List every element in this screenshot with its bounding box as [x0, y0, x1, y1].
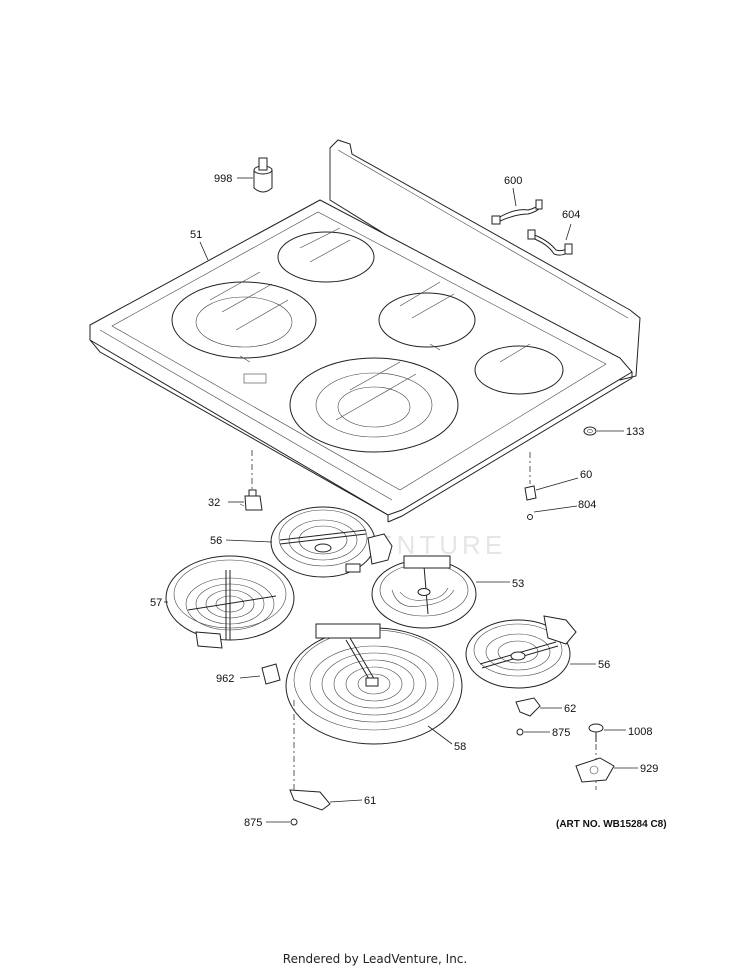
callout-1008: 1008: [628, 726, 652, 738]
callout-804: 804: [578, 499, 596, 511]
callout-51: 51: [190, 229, 202, 241]
element-53: [371, 555, 477, 629]
callout-53: 53: [512, 578, 524, 590]
callout-56-top: 56: [210, 535, 222, 547]
part-133: [583, 426, 597, 436]
harness-604: [527, 229, 573, 256]
part-62: [515, 697, 541, 717]
part-60: [524, 485, 537, 501]
callout-998: 998: [214, 173, 232, 185]
part-998: [253, 157, 273, 193]
element-57: [165, 555, 295, 649]
cooktop-glass: [89, 139, 641, 523]
element-56-top: [270, 506, 393, 578]
art-number: (ART NO. WB15284 C8): [556, 819, 667, 830]
element-56-right: [465, 615, 577, 689]
callout-56-right: 56: [598, 659, 610, 671]
callout-62: 62: [564, 703, 576, 715]
element-58: [285, 623, 463, 745]
callout-875-lower: 875: [244, 817, 262, 829]
part-875-lower: [290, 818, 298, 826]
part-1008: [588, 723, 604, 742]
callout-604: 604: [562, 209, 580, 221]
callout-61: 61: [364, 795, 376, 807]
callout-labels: 998 600 604 51 133 60 804 32 56 53 57 56…: [150, 173, 667, 830]
callout-58: 58: [454, 741, 466, 753]
callout-600: 600: [504, 175, 522, 187]
callout-929: 929: [640, 763, 658, 775]
part-875-right: [516, 728, 524, 736]
part-929: [575, 757, 615, 783]
callout-57: 57: [150, 597, 162, 609]
callout-133: 133: [626, 426, 644, 438]
part-32: [239, 489, 263, 511]
callout-32: 32: [208, 497, 220, 509]
part-962: [261, 663, 281, 685]
callout-962: 962: [216, 673, 234, 685]
harness-600: [491, 199, 543, 225]
part-61: [289, 789, 331, 811]
part-804: [527, 514, 533, 520]
footer-credit: Rendered by LeadVenture, Inc.: [282, 952, 468, 966]
callout-60: 60: [580, 469, 592, 481]
callout-875-right: 875: [552, 727, 570, 739]
